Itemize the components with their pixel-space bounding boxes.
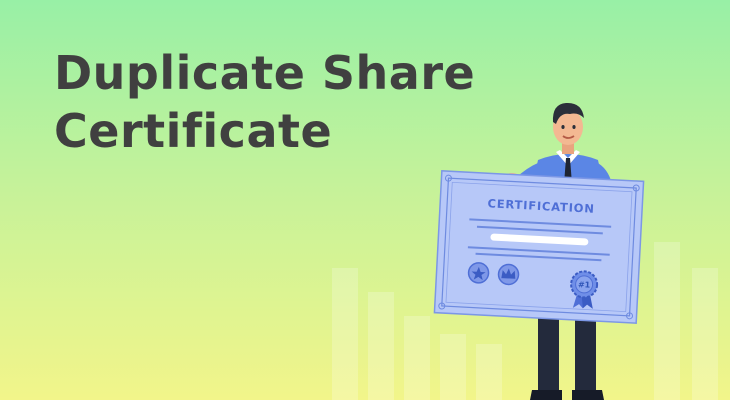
name-field bbox=[490, 233, 589, 246]
emblem-crown-icon bbox=[497, 263, 520, 286]
certificate-heading: CERTIFICATION bbox=[487, 196, 595, 216]
legs bbox=[530, 312, 604, 400]
page-title: Duplicate Share Certificate bbox=[54, 44, 574, 160]
certificate-lines bbox=[467, 218, 612, 262]
title-line-2: Certificate bbox=[54, 104, 333, 158]
hair bbox=[552, 102, 584, 124]
emblem-star-icon bbox=[467, 262, 490, 284]
head bbox=[552, 102, 584, 154]
certificate: CERTIFICATION #1 bbox=[433, 170, 645, 324]
title-line-1: Duplicate Share bbox=[54, 46, 476, 100]
seal-label: #1 bbox=[578, 280, 591, 290]
award-seal-icon: #1 bbox=[570, 270, 599, 309]
